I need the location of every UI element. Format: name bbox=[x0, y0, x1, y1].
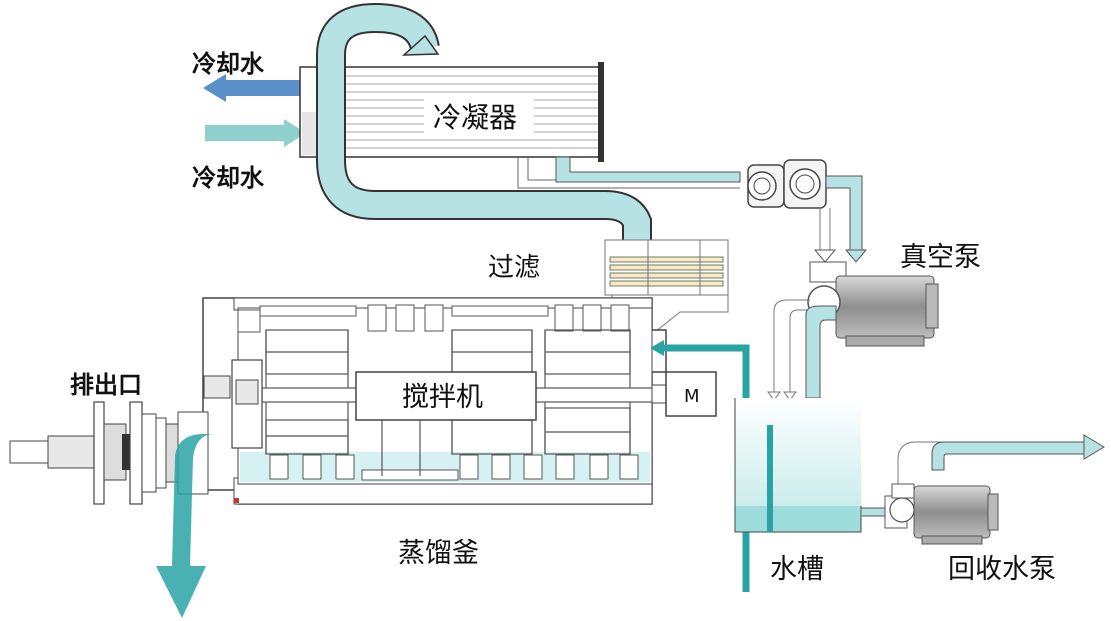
water-tank-label: 水槽 bbox=[770, 554, 824, 585]
vapor-flow-arrowhead bbox=[401, 34, 440, 56]
motor bbox=[651, 371, 717, 417]
outlet-label: 排出口 bbox=[70, 371, 142, 399]
water-tank bbox=[734, 398, 862, 533]
still-vessel bbox=[202, 297, 667, 505]
vacuum-pump-label: 真空泵 bbox=[900, 242, 981, 273]
cooling-water-in-label: 冷却水 bbox=[192, 164, 265, 192]
filter-label: 过滤 bbox=[488, 253, 540, 283]
cooling-water-out-label: 冷却水 bbox=[192, 50, 265, 78]
motor-label: M bbox=[684, 386, 700, 407]
still-label: 蒸馏釜 bbox=[398, 538, 479, 569]
discharge-arrow bbox=[156, 433, 244, 618]
filter bbox=[604, 239, 729, 337]
cooling-water-in-arrow bbox=[205, 119, 306, 147]
mixer-label: 搅拌机 bbox=[402, 382, 483, 413]
recovery-pump-label: 回收水泵 bbox=[948, 554, 1056, 585]
condenser-label: 冷凝器 bbox=[433, 101, 517, 134]
return-pipe-arrowhead bbox=[650, 340, 664, 356]
condenser bbox=[299, 62, 741, 189]
recovery-pump bbox=[860, 434, 1105, 545]
cooling-water-out-arrow bbox=[203, 74, 303, 102]
vacuum-pump bbox=[747, 159, 939, 401]
